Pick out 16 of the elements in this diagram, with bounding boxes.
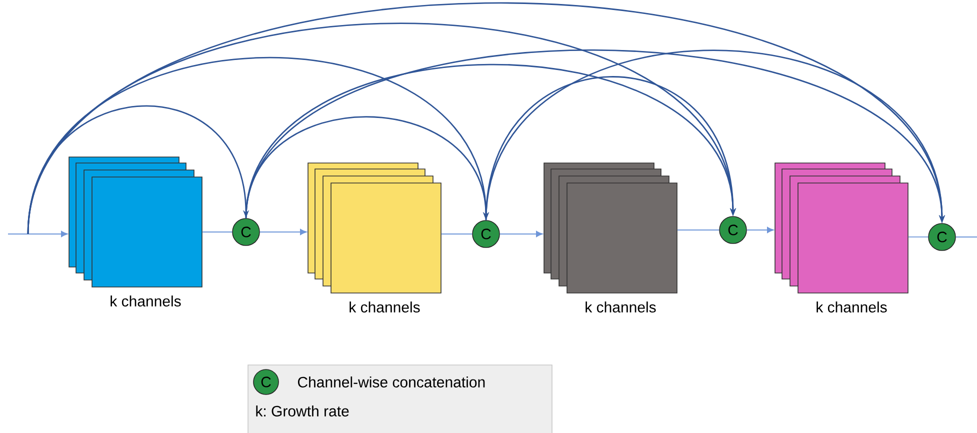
connector-line <box>908 236 929 238</box>
arrow <box>8 230 68 238</box>
block-caption: k channels <box>586 302 656 313</box>
arrow <box>499 230 543 238</box>
arrow <box>746 226 774 234</box>
legend-text: Channel-wise concatenation <box>298 376 485 388</box>
legend-text: k: Growth rate <box>256 405 349 416</box>
feature-map-stack <box>544 162 678 313</box>
block-caption: k channels <box>110 296 181 307</box>
block-caption: k channels <box>816 302 887 313</box>
connector-line <box>955 236 977 238</box>
block-caption: k channels <box>350 302 420 313</box>
arrow <box>259 228 307 236</box>
feature-map-stack <box>68 156 202 307</box>
feature-map-stack <box>774 162 908 313</box>
feature-map-stack <box>308 162 442 313</box>
